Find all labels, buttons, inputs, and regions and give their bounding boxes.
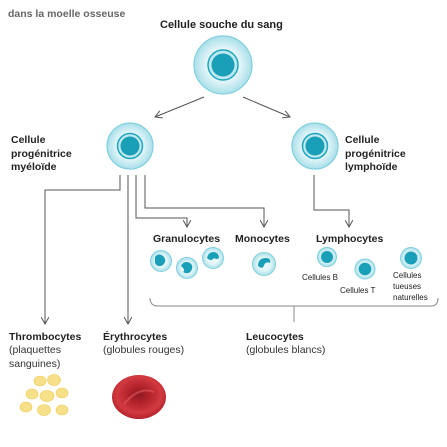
- granulocyte-cells-icon: [150, 247, 224, 279]
- myeloid-label: Cellule progénitrice myéloïde: [11, 134, 72, 173]
- thrombocytes-subtitle: (plaquettes sanguines): [9, 344, 61, 370]
- arrow-to-lymphoid: [242, 96, 290, 117]
- myeloid-connectors: [45, 175, 264, 324]
- lymphoid-progenitor-icon: [291, 122, 339, 170]
- stem-cell-label: Cellule souche du sang: [160, 19, 283, 31]
- monocyte-cell-icon: [252, 252, 276, 276]
- leucocytes-bracket: [149, 297, 439, 322]
- myeloid-progenitor-icon: [106, 122, 154, 170]
- lymphoid-label: Cellule progénitrice lymphoïde: [345, 134, 406, 173]
- stem-cell-icon: [193, 35, 253, 95]
- b-cells-label: Cellules B: [302, 273, 339, 282]
- erythrocytes-title: Érythrocytes: [103, 331, 168, 343]
- header-text: dans la moelle osseuse: [8, 8, 126, 20]
- thrombocytes-title: Thrombocytes: [9, 331, 82, 343]
- t-cell-icon: [354, 258, 376, 280]
- nk-cell-icon: [400, 247, 422, 269]
- granulocytes-label: Granulocytes: [153, 233, 221, 245]
- monocytes-label: Monocytes: [235, 233, 290, 245]
- platelets-icon: [19, 374, 69, 416]
- erythrocytes-subtitle: (globules rouges): [103, 344, 185, 356]
- lymphocytes-label: Lymphocytes: [316, 233, 384, 245]
- lymphoid-connector: [313, 175, 349, 227]
- t-cells-label: Cellules T: [340, 286, 376, 295]
- leucocytes-title: Leucocytes: [246, 331, 304, 343]
- leucocytes-subtitle: (globules blancs): [246, 344, 326, 356]
- arrow-to-myeloid: [155, 96, 205, 117]
- erythrocyte-icon: [112, 375, 166, 419]
- b-cell-icon: [317, 247, 337, 267]
- nk-cells-label: Cellules tueuses naturelles: [393, 271, 428, 302]
